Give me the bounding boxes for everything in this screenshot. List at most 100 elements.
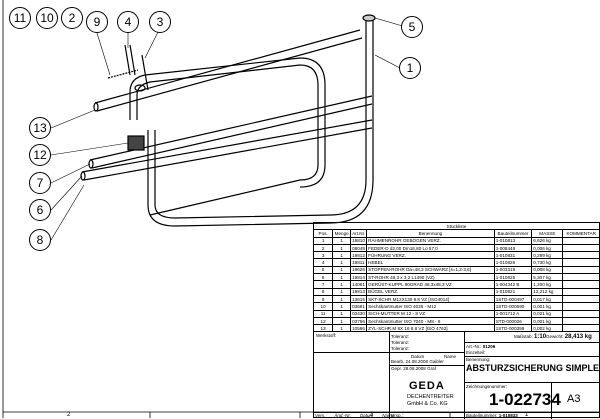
balloon-7: 7 bbox=[29, 172, 51, 194]
weight-value: 28,413 kg bbox=[564, 334, 592, 340]
balloon-1: 1 bbox=[399, 57, 421, 79]
artnr-value: 01206 bbox=[482, 344, 496, 349]
table-cell bbox=[562, 258, 600, 267]
table-cell: 5 bbox=[312, 265, 334, 275]
table-cell: HEBEL bbox=[366, 258, 495, 267]
table-cell: 3 bbox=[312, 251, 334, 260]
drawing-title: ABSTURZSICHERUNG SIMPLE bbox=[466, 363, 600, 373]
table-cell: 0,021 kg bbox=[531, 309, 564, 318]
balloon-2: 2 bbox=[61, 7, 83, 29]
scale-label: Maßstab: bbox=[514, 334, 533, 339]
balloon-12: 12 bbox=[29, 144, 51, 166]
table-cell: 7 bbox=[312, 280, 334, 289]
table-cell: 10 bbox=[312, 302, 334, 311]
table-cell bbox=[562, 294, 600, 304]
frame-zone-2: 2 bbox=[67, 412, 71, 418]
table-cell bbox=[562, 316, 600, 326]
table-cell: 0,299 kg bbox=[531, 251, 564, 260]
table-cell: 1 bbox=[332, 273, 352, 282]
table-cell: 1 bbox=[332, 251, 352, 260]
gepr-name: Graf bbox=[427, 366, 436, 371]
table-cell bbox=[562, 302, 600, 311]
rev-header-aend: Änd.-Nr. bbox=[334, 413, 351, 418]
table-cell: 1-010813 bbox=[493, 236, 533, 245]
gepr-label: Gepr. bbox=[391, 366, 403, 371]
table-cell: 1 bbox=[332, 243, 352, 253]
table-cell: 1,200 kg bbox=[531, 280, 564, 289]
table-cell: 0,017 kg bbox=[531, 294, 564, 304]
balloon-11: 11 bbox=[9, 7, 31, 29]
balloon-5: 5 bbox=[401, 16, 423, 38]
ursprung-label: Ursp.: bbox=[391, 413, 404, 418]
drawing-number-label: Zeichnungsnummer: bbox=[466, 384, 508, 389]
table-cell: 1-010825 bbox=[493, 273, 533, 282]
table-cell: 1STD-000497 bbox=[493, 294, 533, 304]
balloon-8: 8 bbox=[29, 229, 51, 251]
bearb-date: 24.08.2008 bbox=[405, 359, 429, 364]
table-cell: ST-ROHR 48,3 x 3,2 L1490 (VZ) bbox=[366, 273, 495, 282]
company-name: DECHENTREITER bbox=[407, 394, 454, 400]
balloon-4: 4 bbox=[117, 11, 139, 33]
table-cell: 2 bbox=[312, 243, 334, 253]
table-cell: RAHMENROHR GEBOGEN VERZ. bbox=[366, 236, 495, 245]
table-cell: 1-010826 bbox=[493, 258, 533, 267]
table-cell: 4 bbox=[312, 258, 334, 267]
table-cell: 1 bbox=[332, 309, 352, 318]
table-cell: STD-000026 bbox=[493, 316, 533, 326]
table-cell: 12,212 kg bbox=[531, 287, 564, 296]
table-cell: 19813 bbox=[350, 287, 368, 296]
table-cell: 8 bbox=[312, 287, 334, 296]
table-cell: GERÜST-KUPPL 90GRAD 48,3x48,3 VZ bbox=[366, 280, 495, 289]
table-cell: 1 bbox=[332, 280, 352, 289]
table-cell: 11 bbox=[312, 309, 334, 318]
artnr-label: Art.-Nr.: bbox=[466, 344, 482, 349]
werkstoff-label: Werkstoff: bbox=[316, 333, 337, 338]
column-header: MASSE bbox=[531, 229, 564, 238]
company-form: GmbH & Co. KG bbox=[407, 401, 448, 407]
table-cell: 0,730 kg bbox=[531, 258, 564, 267]
table-cell bbox=[562, 309, 600, 318]
table-cell: 19811 bbox=[350, 258, 368, 267]
scale-value: 1:10 bbox=[534, 334, 547, 340]
balloon-6: 6 bbox=[29, 199, 51, 221]
table-cell: 12 bbox=[312, 316, 334, 326]
table-cell: 0,001 kg bbox=[531, 316, 564, 326]
drawing-number: 1-022734 bbox=[489, 390, 561, 409]
name-header: Name bbox=[444, 354, 457, 359]
table-cell bbox=[562, 265, 600, 275]
table-cell bbox=[562, 236, 600, 245]
table-cell: Sechskantmutter ISO 4035 - M12 bbox=[366, 302, 495, 311]
table-cell: 08048 bbox=[350, 243, 368, 253]
table-cell: 1-010821 bbox=[493, 287, 533, 296]
frame-zone-1: 1 bbox=[525, 412, 529, 418]
gepr-date: 28.08.2008 bbox=[403, 366, 426, 371]
table-cell bbox=[562, 287, 600, 296]
table-cell bbox=[562, 280, 600, 289]
parts-list-title: Stückliste bbox=[313, 221, 600, 231]
einzelteil-label: Einzelteil: bbox=[466, 350, 486, 355]
table-cell bbox=[562, 243, 600, 253]
table-cell: SICH-MUTTER M 12 - 8 VZ bbox=[366, 309, 495, 318]
table-cell: 6,626 kg bbox=[531, 236, 564, 245]
table-cell bbox=[562, 273, 600, 282]
bauteil-label: Bauteilnummer: bbox=[466, 413, 498, 418]
table-cell: 19626 bbox=[350, 265, 368, 275]
table-cell: SKT-SCHR.M12X130 8.8 VZ [ISO4014] bbox=[366, 294, 495, 304]
column-header: KOMMENTAR bbox=[562, 229, 600, 238]
table-cell: Sechskantmutter ISO 7040 - M8 - 8 bbox=[366, 316, 495, 326]
table-cell: 03756 bbox=[350, 316, 368, 326]
table-cell: 0,008 kg bbox=[531, 265, 564, 275]
balloon-13: 13 bbox=[29, 117, 51, 139]
toleranz-2: Toleranz: bbox=[391, 340, 410, 345]
table-cell: 1-003319 bbox=[493, 265, 533, 275]
